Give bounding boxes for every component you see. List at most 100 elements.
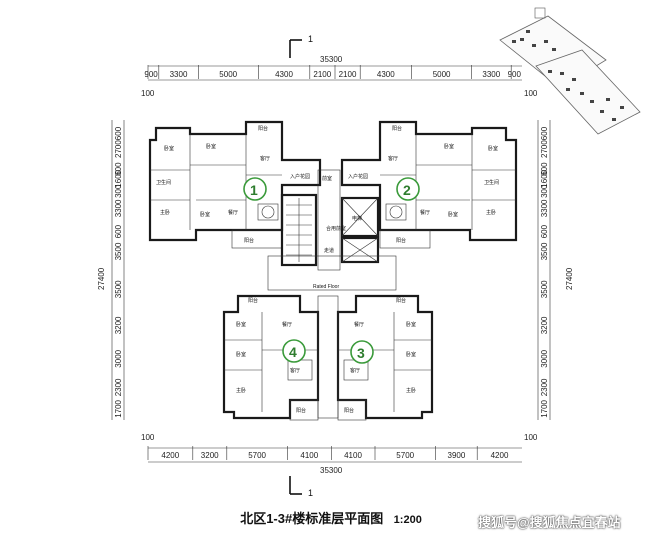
room-label: 主卧 [486, 209, 496, 216]
left-dim-segment-9: 3200 [114, 316, 123, 334]
room-label: 阳台 [244, 237, 254, 244]
right-dim-segment-3: 1600 [540, 169, 549, 187]
room-label: 餐厅 [228, 209, 238, 216]
drawing-scale: 1:200 [393, 514, 422, 526]
core-plan: 合用前室 前室 Rated Floor 走道 电梯 [267, 169, 397, 291]
unit-marker-4: 4 [282, 339, 306, 363]
room-label: 主卧 [236, 387, 246, 394]
top-dim-segment-7: 5000 [433, 70, 451, 79]
unit-marker-1: 1 [243, 177, 267, 201]
section-marker-label-top: 1 [308, 34, 313, 44]
room-label: 电梯 [352, 215, 362, 222]
right-dim-segment-6: 600 [540, 224, 549, 238]
left-total-dimension: 27400 [97, 267, 106, 290]
room-label: 阳台 [248, 297, 258, 304]
drawing-title: 北区1-3#楼标准层平面图 [240, 511, 384, 526]
section-marker-label-bottom: 1 [308, 488, 313, 498]
drawing-caption: 北区1-3#楼标准层平面图 1:200 [0, 508, 662, 528]
room-label: 客厅 [388, 155, 398, 162]
room-label: 卫生间 [156, 179, 171, 186]
room-label: 卧室 [488, 145, 498, 152]
room-label: 阳台 [296, 407, 306, 414]
right-dim-segment-5: 3300 [540, 199, 549, 217]
room-label: 阳台 [392, 125, 402, 132]
top-dim-segment-6: 4300 [377, 70, 395, 79]
section-marker-top: 1 [289, 34, 313, 58]
unit-2-plan: 卧室 卫生间 主卧 卧室 餐厅 客厅 阳台 入户花园 阳台 卧室 [340, 120, 518, 249]
room-label: 主卧 [160, 209, 170, 216]
room-label: 餐厅 [354, 321, 364, 328]
room-label: 阳台 [396, 297, 406, 304]
room-label: 合用前室 [326, 225, 346, 232]
top-dim-segment-8: 3300 [482, 70, 500, 79]
edge-label-bottom-left: 100 [141, 433, 155, 442]
left-dim-segment-3: 1600 [114, 169, 123, 187]
top-dim-segment-9: 900 [508, 70, 522, 79]
right-dim-segment-12: 1700 [540, 399, 549, 417]
edge-label-top-right: 100 [524, 89, 538, 98]
bottom-dim-segment-5: 5700 [396, 451, 414, 460]
left-dim-segment-4: 300 [114, 184, 123, 198]
top-dim-segment-0: 900 [144, 70, 158, 79]
right-dim-segment-8: 3500 [540, 280, 549, 298]
top-total-dimension: 35300 [320, 55, 343, 64]
room-label: 主卧 [406, 387, 416, 394]
room-label: 卧室 [206, 143, 216, 150]
room-label: 卫生间 [484, 179, 499, 186]
left-dim-segment-7: 3500 [114, 242, 123, 260]
unit-number-1: 1 [250, 182, 258, 198]
watermark: 搜狐号@搜狐焦点宜春站 [478, 515, 621, 530]
unit-1-plan: 卧室 卫生间 主卧 卧室 餐厅 客厅 阳台 入户花园 阳台 卧室 [148, 120, 322, 249]
right-dim-segment-4: 300 [540, 184, 549, 198]
unit-number-4: 4 [289, 344, 297, 360]
top-dim-segment-3: 4300 [275, 70, 293, 79]
room-label: 入户花园 [348, 173, 368, 180]
bottom-dim-segment-0: 4200 [161, 451, 179, 460]
unit-4-plan: 卧室 卧室 主卧 餐厅 客厅 阳台 阳台 [222, 294, 320, 421]
room-label: 卧室 [444, 143, 454, 150]
room-label: 卧室 [236, 351, 246, 358]
right-dim-segment-9: 3200 [540, 316, 549, 334]
left-dim-segment-1: 2700 [114, 140, 123, 158]
top-dim-segment-4: 2100 [313, 70, 331, 79]
bottom-total-dimension: 35300 [320, 466, 343, 475]
edge-label-bottom-right: 100 [524, 433, 538, 442]
left-dim-segment-12: 1700 [114, 399, 123, 417]
unit-marker-3: 3 [350, 340, 374, 364]
top-dim-segment-1: 3300 [170, 70, 188, 79]
room-label: 卧室 [406, 351, 416, 358]
central-corridor [317, 295, 339, 419]
room-label: 阳台 [258, 125, 268, 132]
room-label: 卧室 [406, 321, 416, 328]
room-label: 餐厅 [282, 321, 292, 328]
unit-number-3: 3 [357, 345, 365, 361]
right-dim-segment-11: 2300 [540, 378, 549, 396]
right-dim-segment-10: 3000 [540, 349, 549, 367]
top-dim-segment-5: 2100 [339, 70, 357, 79]
unit-number-2: 2 [403, 182, 411, 198]
left-dim-segment-11: 2300 [114, 378, 123, 396]
left-dim-segment-5: 3300 [114, 199, 123, 217]
bottom-dim-segment-2: 5700 [248, 451, 266, 460]
right-dim-segment-2: 600 [540, 162, 549, 176]
bottom-dim-segment-4: 4100 [344, 451, 362, 460]
room-label: 入户花园 [290, 173, 310, 180]
right-dim-segment-0: 600 [540, 126, 549, 140]
room-label: 卧室 [236, 321, 246, 328]
bottom-dim-segment-6: 3900 [448, 451, 466, 460]
bottom-dim-segment-1: 3200 [201, 451, 219, 460]
room-label: 阳台 [396, 237, 406, 244]
room-label: 客厅 [290, 367, 300, 374]
left-dim-segment-2: 600 [114, 162, 123, 176]
section-marker-bottom: 1 [289, 476, 313, 498]
right-dim-segment-7: 3500 [540, 242, 549, 260]
bottom-dim-segment-3: 4100 [300, 451, 318, 460]
room-label: Rated Floor [313, 284, 339, 290]
room-label: 前室 [322, 175, 332, 182]
room-label: 卧室 [448, 211, 458, 218]
right-dimension-lines: 27400 6002700600160030033006003500350032… [537, 120, 574, 420]
right-total-dimension: 27400 [565, 267, 574, 290]
